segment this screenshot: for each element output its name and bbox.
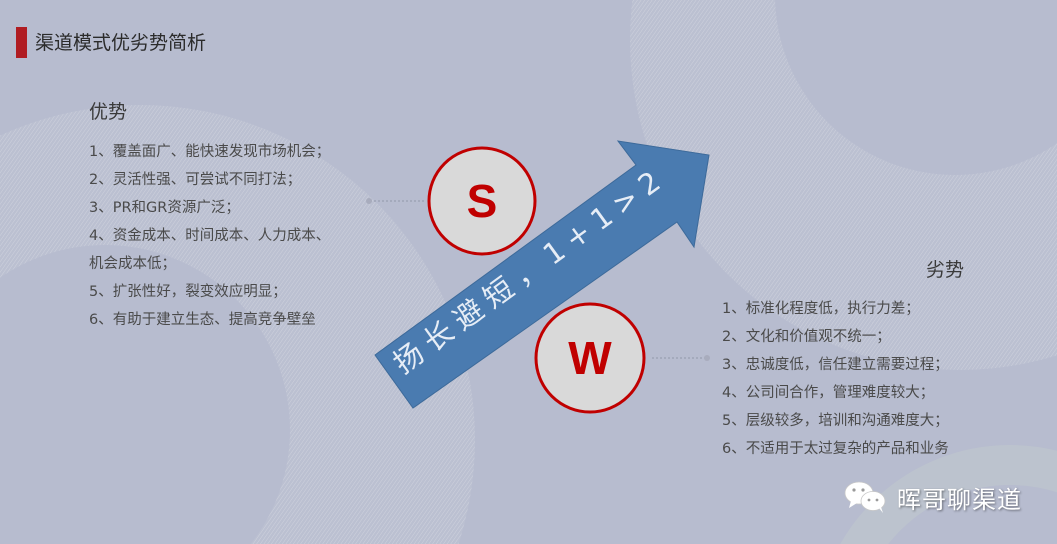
list-item: 4、资金成本、时间成本、人力成本、 [89,228,331,244]
s-letter: S [466,175,498,227]
list-item: 2、文化和价值观不统一； [722,329,891,345]
arrow-shape [374,140,710,409]
list-item: 2、灵活性强、可尝试不同打法； [89,172,302,188]
watermark: 晖哥聊渠道 [843,479,1022,515]
list-item: 1、标准化程度低，执行力差； [722,301,920,317]
strengths-heading: 优势 [89,101,128,123]
list-item: 1、覆盖面广、能快速发现市场机会； [89,144,331,160]
list-item: 6、不适用于太过复杂的产品和业务 [722,441,949,457]
list-item: 4、公司间合作，管理难度较大； [722,385,935,401]
list-item: 3、忠诚度低，信任建立需要过程； [722,357,949,373]
title-accent-bar [16,27,27,58]
list-item: 6、有助于建立生态、提高竞争壁垒 [89,312,316,328]
slide-title: 渠道模式优劣势简析 [35,32,207,54]
w-connector [652,355,710,361]
w-circle [534,302,646,414]
s-connector [366,198,424,204]
list-item: 机会成本低； [89,256,176,272]
list-item: 5、扩张性好，裂变效应明显； [89,284,287,300]
s-circle [427,146,537,256]
wechat-icon [844,481,886,513]
watermark-text: 晖哥聊渠道 [897,485,1022,514]
strengths-list: 1、覆盖面广、能快速发现市场机会； 2、灵活性强、可尝试不同打法； 3、PR和G… [89,138,330,334]
w-letter: W [568,332,612,384]
list-item: 5、层级较多，培训和沟通难度大； [722,413,949,429]
weaknesses-list: 1、标准化程度低，执行力差； 2、文化和价值观不统一； 3、忠诚度低，信任建立需… [722,295,949,463]
weaknesses-heading: 劣势 [926,259,965,281]
list-item: 3、PR和GR资源广泛； [89,200,240,216]
